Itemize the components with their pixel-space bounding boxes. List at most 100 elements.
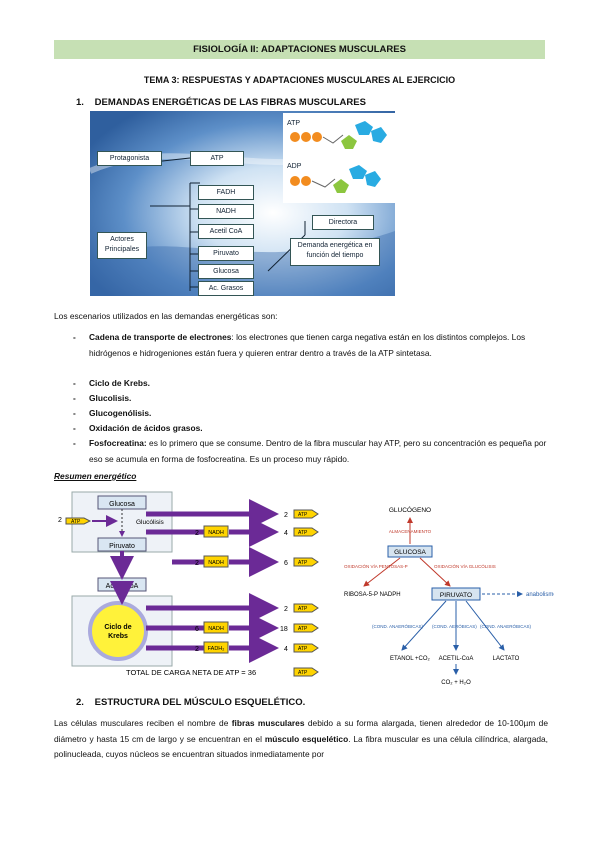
nadh-box: NADH [198, 204, 254, 219]
section-1-heading: 1. DEMANDAS ENERGÉTICAS DE LAS FIBRAS MU… [76, 97, 366, 108]
bullet-item: - Oxidación de ácidos grasos. [73, 421, 548, 437]
piruvato-box: Piruvato [198, 246, 254, 261]
section-number: 1. [76, 97, 84, 108]
anabolismo-label: anabolismo [526, 592, 554, 598]
co2-h2o-label: CO₂ + H₂O [441, 680, 471, 686]
intro-text: Los escenarios utilizados en las demanda… [54, 311, 278, 321]
atp-output-count: 2 [284, 606, 288, 613]
piruvato-right-label: PIRUVATO [440, 592, 472, 599]
glucosa-box: Glucosa [198, 264, 254, 279]
bullet-bold: Ciclo de Krebs. [89, 378, 150, 388]
directora-box: Directora [312, 215, 374, 230]
section-title: ESTRUCTURA DEL MÚSCULO ESQUELÉTICO. [94, 697, 306, 708]
section-title: DEMANDAS ENERGÉTICAS DE LAS FIBRAS MUSCU… [94, 97, 366, 108]
atp-box: ATP [190, 151, 244, 166]
paragraph-text: . La fibra muscular es una célula cilínd… [54, 733, 549, 760]
atp-tag: ATP [298, 606, 308, 612]
input-atp-label: ATP [71, 519, 81, 525]
nadh-tag: NADH [208, 530, 224, 536]
section-2-heading: 2. ESTRUCTURA DEL MÚSCULO ESQUELÉTICO. [76, 697, 305, 708]
bullet-bold: Fosfocreatina: [89, 438, 147, 448]
bullet-text: es lo primero que se consume. Dentro de … [89, 438, 547, 464]
fadh-tag: FADH₂ [208, 646, 225, 652]
ribosa-label: RIBOSA-5-P NADPH [344, 592, 401, 598]
protagonista-box: Protagonista [97, 151, 162, 166]
atp-tag: ATP [298, 626, 308, 632]
lactato-label: LACTATO [493, 656, 520, 662]
atp-tag: ATP [298, 530, 308, 536]
glucosa-right-label: GLUCOSA [394, 549, 426, 556]
topic-title: TEMA 3: RESPUESTAS Y ADAPTACIONES MUSCUL… [143, 75, 456, 85]
acetil-label: Acetil CoA [106, 583, 139, 590]
nadh-tag: NADH [208, 626, 224, 632]
bullet-dash: - [73, 408, 76, 418]
bullet-dash: - [73, 378, 76, 388]
atp-outputs: 2 4 6 2 18 4 [280, 512, 288, 653]
nadh-tag: NADH [208, 560, 224, 566]
total-atp: TOTAL DE CARGA NETA DE ATP = 36 [126, 668, 256, 677]
carrier-count: 2 [195, 646, 199, 653]
resumen-heading: Resumen energético [54, 471, 137, 481]
carrier-count: 2 [195, 560, 199, 567]
atp-output-count: 6 [284, 560, 288, 567]
atp-output-count: 4 [284, 530, 288, 537]
piruvato-label: Piruvato [109, 543, 135, 550]
bullet-dash: - [73, 423, 76, 433]
input-count: 2 [58, 517, 62, 524]
atp-output-count: 4 [284, 646, 288, 653]
bullet-bold: Oxidación de ácidos grasos. [89, 423, 203, 433]
paragraph-text: Las células musculares reciben el nombre… [54, 718, 232, 728]
atp-tag: ATP [298, 646, 308, 652]
acetil-right-label: ACETIL-CoA [439, 656, 474, 662]
energy-summary-figure: Glucosa Piruvato Glucólisis 2 ATP Acetil… [58, 491, 554, 686]
bullet-item: - Ciclo de Krebs. [73, 376, 548, 392]
bullet-bold: Glucolisis. [89, 393, 132, 403]
glucolisis-label: Glucólisis [136, 519, 165, 526]
section-number: 2. [76, 697, 84, 708]
carrier-count: 2 [195, 530, 199, 537]
molecule-diagram: ATP ADP [287, 120, 387, 193]
glucosa-right-node [387, 545, 433, 558]
cond-anaerobicas-1: (COND. ANAERÓBICAS) [372, 623, 424, 629]
via-pentosas-label: OXIDACIÓN VÍA PENTOSAS-P [344, 563, 408, 569]
bullet-item: - Glucogenólisis. [73, 406, 548, 422]
glucogeno-label: GLUCÓGENO [389, 505, 431, 514]
atp-tag: ATP [298, 560, 308, 566]
bullet-text: : los electrones que tienen carga negati… [89, 332, 526, 358]
bullet-dash: - [73, 438, 76, 448]
carrier-count: 6 [195, 626, 199, 633]
via-glucolisis-label: OXIDACIÓN VÍA GLUCÓLISIS [434, 563, 496, 569]
adp-molecule-label: ADP [287, 163, 302, 170]
atp-tag: ATP [298, 670, 308, 676]
ac-grasos-box: Ac. Grasos [198, 281, 254, 296]
almacenamiento-label: ALMACENAMIENTO [389, 529, 432, 534]
section-2-paragraph: Las células musculares reciben el nombre… [54, 716, 548, 763]
krebs-label-1: Ciclo de [104, 624, 131, 631]
bullet-item: - Cadena de transporte de electrones: lo… [73, 330, 548, 361]
bullet-bold: Cadena de transporte de electrones [89, 332, 232, 342]
acetil-coa-box: Acetil CoA [198, 224, 254, 239]
krebs-cycle-node [88, 601, 148, 661]
actores-box: Actores Principales [97, 232, 147, 259]
document-title: FISIOLOGÍA II: ADAPTACIONES MUSCULARES [54, 40, 545, 59]
paragraph-text: debido a su forma alargada, tienen alred… [54, 718, 548, 744]
bullet-bold: Glucogenólisis. [89, 408, 152, 418]
atp-output-count: 18 [280, 626, 288, 633]
atp-tag: ATP [298, 512, 308, 518]
bullet-dash: - [73, 393, 76, 403]
energy-scenario-figure: Protagonista ATP Actores Principales FAD… [90, 111, 395, 296]
glucosa-label: Glucosa [109, 501, 135, 508]
piruvato-right-node [431, 587, 481, 601]
paragraph-bold: músculo esquelético [264, 733, 349, 744]
etanol-label: ETANOL +CO₂ [390, 656, 431, 662]
atp-output-count: 2 [284, 512, 288, 519]
demanda-box: Demanda energética en función del tiempo [290, 238, 380, 266]
bullet-item: - Glucolisis. [73, 391, 548, 407]
atp-molecule-label: ATP [287, 120, 300, 127]
cond-aerobicas: (COND. AERÓBICAS) [432, 623, 477, 629]
bullet-item: - Fosfocreatina: es lo primero que se co… [73, 436, 548, 467]
atp-adp-panel: ATP ADP [283, 113, 395, 203]
bullet-dash: - [73, 332, 76, 342]
fadh-box: FADH [198, 185, 254, 200]
krebs-label-2: Krebs [108, 633, 128, 640]
